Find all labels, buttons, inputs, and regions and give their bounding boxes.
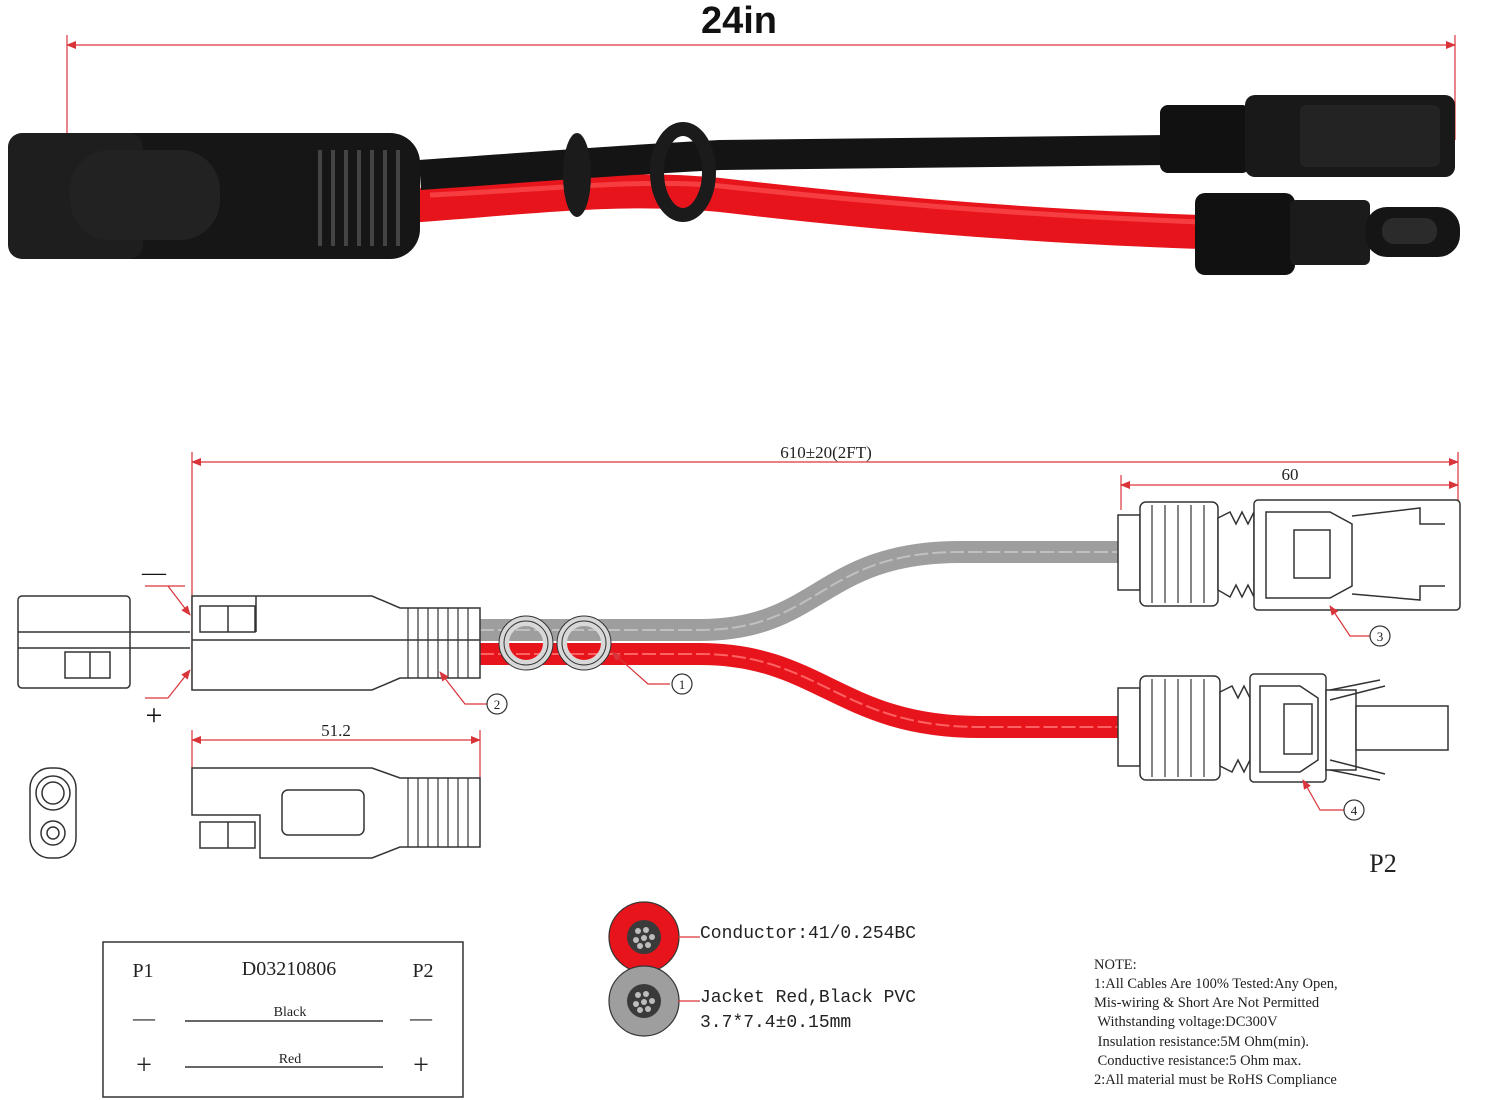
drawing-mc4-female — [1117, 499, 1461, 611]
minus-label: — — [141, 560, 167, 586]
drawing-grommet — [561, 620, 607, 666]
callout-4 — [1343, 799, 1365, 821]
callout-4-label: 4 — [1351, 803, 1358, 818]
note-line: Mis-wiring & Short Are Not Permitted — [1094, 995, 1320, 1011]
table-row-black-label: Black — [274, 1005, 307, 1020]
product-photo: 24in — [8, 0, 1460, 275]
cable-cross-section: Conductor:41/0.254BC Jacket Red,Black PV… — [608, 901, 916, 1037]
conductor-spec: Conductor:41/0.254BC — [700, 924, 916, 944]
callout-2 — [486, 693, 508, 715]
drawing-sae-top-view — [191, 767, 481, 859]
notes: NOTE: 1:All Cables Are 100% Tested:Any O… — [1094, 957, 1338, 1088]
callout-1-label: 1 — [679, 677, 686, 692]
drawing-sae-connector — [191, 595, 481, 691]
photo-red-wire — [403, 174, 1217, 249]
photo-mc4-male — [1195, 193, 1460, 275]
notes-title: NOTE: — [1094, 957, 1137, 973]
note-line: Withstanding voltage:DC300V — [1094, 1014, 1278, 1030]
callout-2-label: 2 — [494, 697, 501, 712]
table-p1-label: P1 — [132, 960, 153, 982]
table-p2-label: P2 — [412, 960, 433, 982]
total-length-label: 610±20(2FT) — [780, 443, 872, 462]
table-part-number: D03210806 — [242, 958, 336, 980]
photo-black-wire — [418, 135, 1171, 190]
table-row-black-p1: — — [132, 1005, 156, 1030]
table-row-red-p1: + — [136, 1050, 152, 1081]
mc4-length-label: 60 — [1282, 465, 1299, 484]
drawing-sae-end-view — [29, 767, 77, 859]
table-row-black-p2: — — [409, 1005, 433, 1030]
wiring-table: P1 D03210806 P2 — Black — + Red + — [102, 941, 464, 1098]
drawing-mc4-male — [1117, 673, 1449, 783]
photo-mc4-female — [1160, 95, 1455, 177]
photo-grommet — [650, 122, 716, 222]
drawing-grommet — [503, 620, 549, 666]
note-line: 2:All material must be RoHS Compliance — [1094, 1072, 1337, 1088]
drawing-sae-mating-plug — [17, 595, 190, 689]
size-spec: 3.7*7.4±0.15mm — [700, 1013, 851, 1033]
p2-label: P2 — [1369, 849, 1396, 878]
technical-drawing: 610±20(2FT) 60 — [17, 443, 1461, 878]
sae-length-label: 51.2 — [321, 721, 351, 740]
callout-3-label: 3 — [1377, 629, 1384, 644]
photo-grommet — [563, 133, 591, 217]
callout-3 — [1369, 625, 1391, 647]
note-line: Insulation resistance:5M Ohm(min). — [1094, 1034, 1309, 1050]
photo-length-label: 24in — [701, 0, 777, 42]
note-line: 1:All Cables Are 100% Tested:Any Open, — [1094, 976, 1338, 992]
table-row-red-p2: + — [413, 1050, 429, 1081]
callout-1 — [671, 673, 693, 695]
plus-label: + — [146, 699, 163, 732]
note-line: Conductive resistance:5 Ohm max. — [1094, 1053, 1301, 1069]
jacket-spec: Jacket Red,Black PVC — [700, 988, 916, 1008]
table-row-red-label: Red — [279, 1052, 302, 1067]
